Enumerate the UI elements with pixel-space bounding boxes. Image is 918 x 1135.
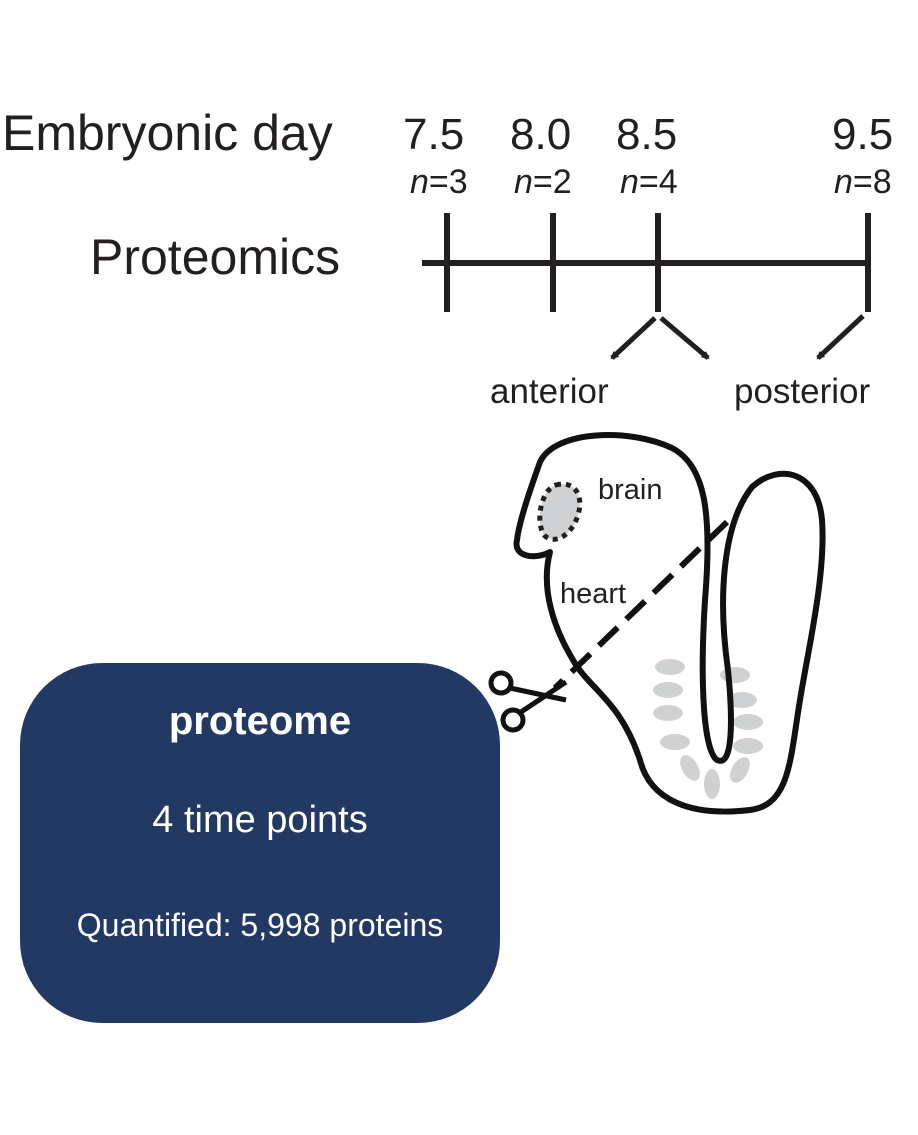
time-points-text: 4 time points — [152, 799, 368, 841]
scissors-icon — [488, 670, 568, 733]
sample-count-9-5: n=8 — [834, 163, 892, 201]
proteome-title: proteome — [168, 699, 352, 743]
proteome-summary-card: proteome 4 time points Quantified: 5,998… — [20, 663, 500, 1023]
embryonic-day-label: Embryonic day — [2, 105, 333, 161]
arrow-icon — [610, 314, 865, 360]
anterior-label: anterior — [490, 372, 609, 411]
heart-label: heart — [560, 578, 627, 610]
arrow-to-posterior-8-5 — [659, 316, 710, 360]
day-label-8-0: 8.0 — [510, 110, 572, 159]
day-label-9-5: 9.5 — [832, 110, 894, 159]
embryo-outline — [513, 432, 826, 815]
sample-count-8-5: n=4 — [620, 163, 678, 201]
brain-region — [537, 481, 583, 542]
brain-label: brain — [598, 474, 663, 506]
cut-line — [552, 519, 730, 691]
sample-count-8-0: n=2 — [514, 163, 572, 201]
proteomics-label: Proteomics — [90, 229, 341, 285]
quantified-proteins-text: Quantified: 5,998 proteins — [76, 907, 444, 943]
arrow-to-posterior-9-5 — [816, 314, 865, 360]
sample-count-7-5: n=3 — [410, 163, 468, 201]
somite-dots — [653, 659, 763, 799]
posterior-label: posterior — [734, 372, 871, 411]
day-label-7-5: 7.5 — [403, 110, 465, 159]
day-label-8-5: 8.5 — [616, 110, 678, 159]
arrow-to-anterior — [610, 316, 657, 360]
